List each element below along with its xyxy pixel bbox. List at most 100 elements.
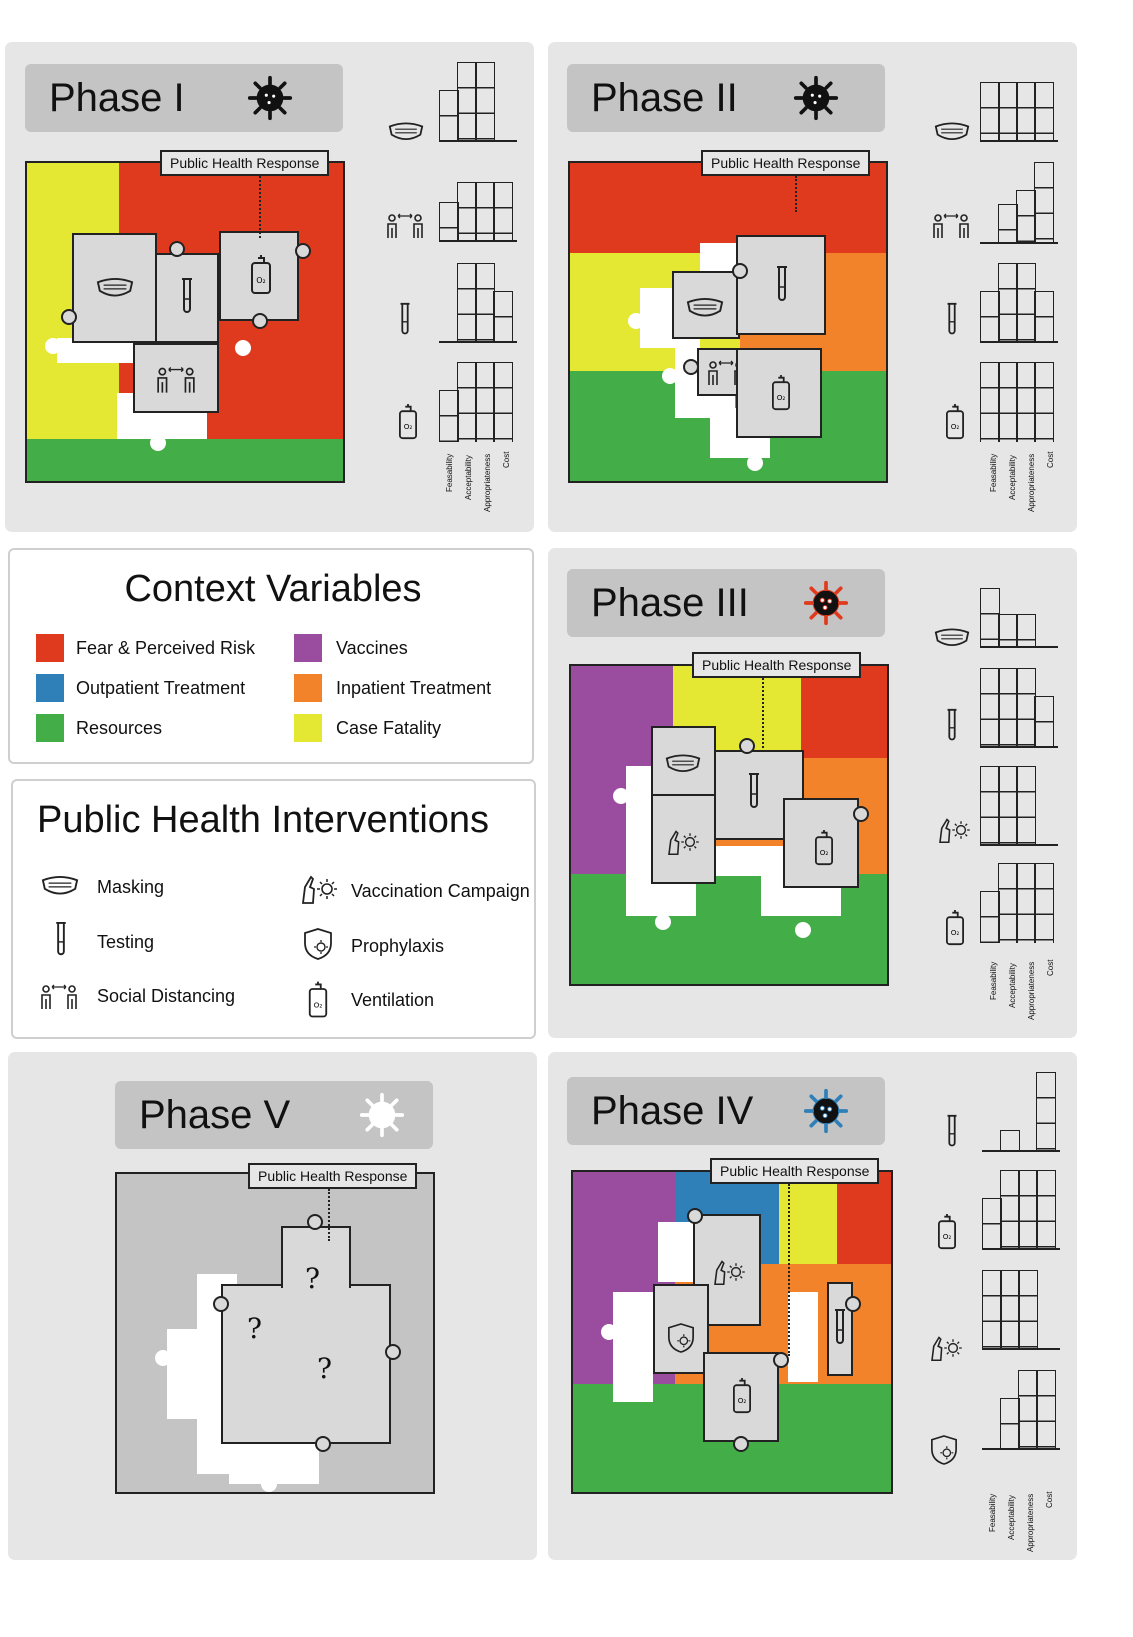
rating-column	[1036, 1170, 1056, 1250]
legend-label: Outpatient Treatment	[76, 678, 246, 698]
rating-column	[998, 863, 1018, 943]
rating-column	[1034, 863, 1054, 943]
test-tube-icon	[944, 708, 960, 744]
rating-column	[1016, 668, 1036, 748]
criterion-label: Appropriateness	[1027, 453, 1036, 512]
puzzle-knob	[61, 309, 77, 325]
phase-2-title: Phase II	[591, 76, 738, 120]
rating-column	[1000, 1398, 1020, 1450]
puzzle-knob	[295, 243, 311, 259]
test-tube-icon	[179, 277, 195, 317]
rating-column	[1036, 1072, 1056, 1152]
testing-rating-bars	[982, 1072, 1060, 1152]
distancing-piece	[133, 343, 219, 413]
shadow-knob	[601, 1324, 617, 1340]
rating-baseline	[982, 1448, 1060, 1450]
rating-column	[493, 291, 513, 343]
criterion-label: Feasability	[445, 453, 454, 492]
virus-icon	[793, 75, 839, 121]
legend-label: Masking	[97, 877, 165, 897]
fear-region	[801, 666, 887, 758]
shadow-knob	[45, 338, 61, 354]
outpatient-swatch	[36, 674, 64, 702]
ventilation-piece	[783, 798, 859, 888]
criterion-label: Acceptability	[1007, 1495, 1016, 1540]
shadow-knob	[235, 340, 251, 356]
legend-label: Ventilation	[351, 990, 435, 1010]
rating-column	[493, 182, 513, 242]
rating-column	[982, 1198, 1002, 1250]
legend-label: Fear & Perceived Risk	[76, 638, 256, 658]
shadow	[613, 1292, 653, 1402]
puzzle-knob	[773, 1352, 789, 1368]
puzzle-knob	[307, 1214, 323, 1230]
response-connector	[328, 1189, 330, 1241]
phase-4-panel: Phase IV Public Health Response	[548, 1052, 1077, 1560]
response-connector	[259, 176, 261, 238]
shadow-knob	[655, 914, 671, 930]
rating-column	[457, 182, 477, 242]
rating-baseline	[982, 1150, 1060, 1152]
rating-column	[998, 263, 1018, 343]
rating-baseline	[439, 140, 517, 142]
criterion-label: Acceptability	[1008, 455, 1017, 500]
rating-baseline	[980, 341, 1058, 343]
rating-column	[998, 766, 1018, 846]
phase-5-panel: Phase V ? ? ? Public Health Response	[8, 1052, 537, 1560]
rating-column	[998, 362, 1018, 442]
testing-piece	[736, 235, 826, 335]
public-health-response-label: Public Health Response	[692, 652, 862, 678]
unknown-piece	[281, 1226, 351, 1288]
puzzle-knob	[169, 241, 185, 257]
phase-1-context-map	[25, 161, 345, 483]
ventilation-rating-bars	[980, 362, 1058, 442]
legend-label: Social Distancing	[97, 986, 236, 1006]
phase-5-context-map: ? ? ?	[115, 1172, 435, 1494]
phase-1-header: Phase I	[25, 64, 343, 132]
ventilation-rating-bars	[982, 1170, 1060, 1250]
criterion-label: Cost	[1046, 959, 1055, 976]
rating-baseline	[982, 1348, 1060, 1350]
criterion-label: Acceptability	[464, 455, 473, 500]
rating-column	[1018, 1270, 1038, 1350]
oxygen-icon	[944, 404, 966, 440]
test-tube-icon	[832, 1308, 848, 1348]
criterion-label: Acceptability	[1008, 963, 1017, 1008]
oxygen-icon	[813, 830, 835, 866]
resources-swatch	[36, 714, 64, 742]
puzzle-knob	[739, 738, 755, 754]
prophylaxis-rating-bars	[982, 1370, 1060, 1450]
rating-baseline	[980, 746, 1058, 748]
vaccination-icon	[299, 873, 339, 905]
rating-baseline	[980, 242, 1058, 244]
rating-column	[980, 588, 1000, 648]
phase-3-header: Phase III	[567, 569, 885, 637]
phase-1-panel: Phase I Public Health Response Feasa	[5, 42, 534, 532]
rating-column	[475, 62, 495, 142]
puzzle-knob	[213, 1296, 229, 1312]
shadow-knob	[795, 922, 811, 938]
testing-rating-bars	[980, 668, 1058, 748]
context-variables-legend: Context Variables Fear & Perceived Risk …	[8, 548, 534, 764]
puzzle-knob	[315, 1436, 331, 1452]
virus-icon	[803, 580, 849, 626]
rating-column	[1018, 1370, 1038, 1450]
puzzle-knob	[683, 359, 699, 375]
rating-column	[439, 202, 459, 242]
rating-column	[980, 291, 1000, 343]
ventilation-piece	[703, 1352, 779, 1442]
vaccination-rating-bars	[982, 1270, 1060, 1350]
legend-label: Inpatient Treatment	[336, 678, 492, 698]
phase-5-title: Phase V	[139, 1093, 291, 1137]
resources-region	[27, 439, 343, 481]
mask-icon	[96, 275, 134, 299]
rating-baseline	[439, 240, 517, 242]
rating-baseline	[980, 646, 1058, 648]
response-connector	[788, 1184, 790, 1356]
public-health-response-label: Public Health Response	[701, 150, 871, 176]
rating-column	[998, 614, 1018, 648]
shadow	[658, 1222, 693, 1282]
rating-column	[1036, 1370, 1056, 1450]
vaccination-icon	[711, 1258, 747, 1286]
public-health-response-label: Public Health Response	[248, 1163, 418, 1189]
